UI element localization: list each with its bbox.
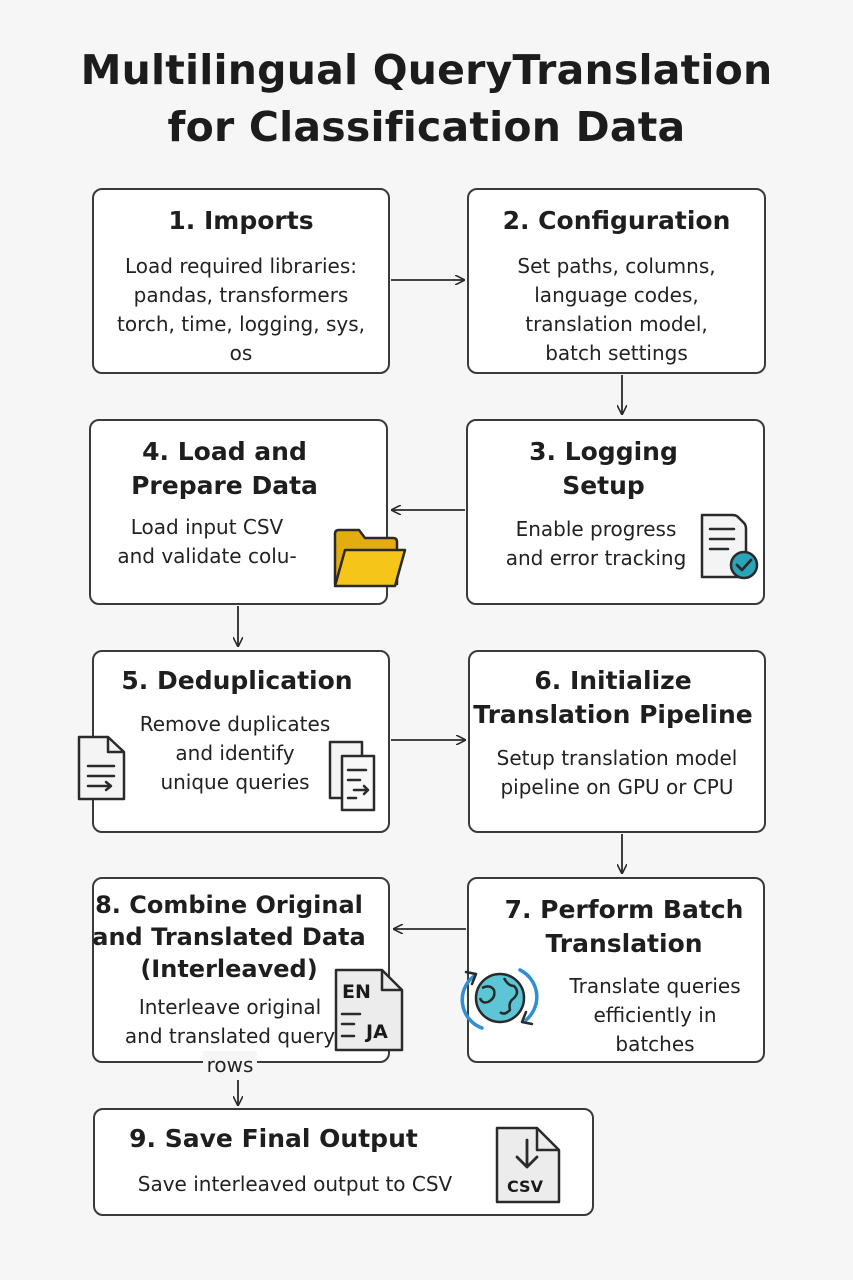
step-7-description: Translate queries efficiently in batches (569, 974, 741, 1056)
step-4-load-and-prepare-data: 4. Load and Prepare Data Load input CSV … (89, 419, 407, 605)
csv-download-icon: CSV (495, 1126, 561, 1204)
step-9-title: 9. Save Final Output (129, 1124, 418, 1153)
step-3-title: 3. Logging Setup (529, 437, 678, 500)
step-3-logging-setup: 3. Logging Setup Enable progress and err… (466, 419, 765, 605)
step-6-title: 6. Initialize Translation Pipeline (473, 666, 753, 729)
checklist-document-icon (700, 513, 759, 580)
step-9-save-final-output: 9. Save Final Output Save interleaved ou… (93, 1108, 594, 1216)
step-8-title: 8. Combine Original and Translated Data … (92, 891, 366, 983)
folder-icon (333, 528, 407, 588)
step-9-description: Save interleaved output to CSV (137, 1172, 453, 1196)
step-2-configuration: 2. Configuration Set paths, columns, lan… (467, 188, 766, 374)
lang-ja-label: JA (364, 1021, 388, 1043)
step-2-description: Set paths, columns, language codes, tran… (517, 254, 716, 365)
filter-document-icon (328, 740, 376, 812)
step-6-initialize-translation-pipeline: 6. Initialize Translation Pipeline Setup… (468, 650, 766, 833)
step-4-description: Load input CSV and validate colu- (117, 515, 297, 568)
step-8-description: Interleave original and translated query… (94, 993, 366, 1080)
step-1-description: Load required libraries: pandas, transfo… (116, 254, 365, 365)
step-1-title: 1. Imports (168, 206, 314, 235)
csv-label: CSV (507, 1177, 544, 1196)
title-line-2: for Classification Data (167, 103, 686, 151)
document-icon (77, 735, 126, 801)
step-2-title: 2. Configuration (502, 206, 731, 235)
step-6-description: Setup translation model pipeline on GPU … (496, 746, 738, 799)
diagram-title: Multilingual QueryTranslation for Classi… (0, 42, 853, 156)
step-5-title: 5. Deduplication (121, 666, 353, 695)
step-4-title: 4. Load and Prepare Data (131, 437, 318, 500)
globe-sync-icon (460, 968, 539, 1030)
step-5-description: Remove duplicates and identify unique qu… (139, 712, 331, 794)
step-3-description: Enable progress and error tracking (505, 517, 687, 570)
step-1-imports: 1. Imports Load required libraries: pand… (92, 188, 390, 374)
title-line-1: Multilingual QueryTranslation (80, 46, 773, 94)
step-7-title: 7. Perform Batch Translation (504, 895, 744, 958)
language-document-icon: EN JA (334, 968, 404, 1052)
step-8-combine-original-and-translated-data: 8. Combine Original and Translated Data … (92, 877, 390, 1080)
lang-en-label: EN (342, 981, 371, 1003)
step-7-perform-batch-translation: 7. Perform Batch Translation Translate q… (467, 877, 765, 1063)
